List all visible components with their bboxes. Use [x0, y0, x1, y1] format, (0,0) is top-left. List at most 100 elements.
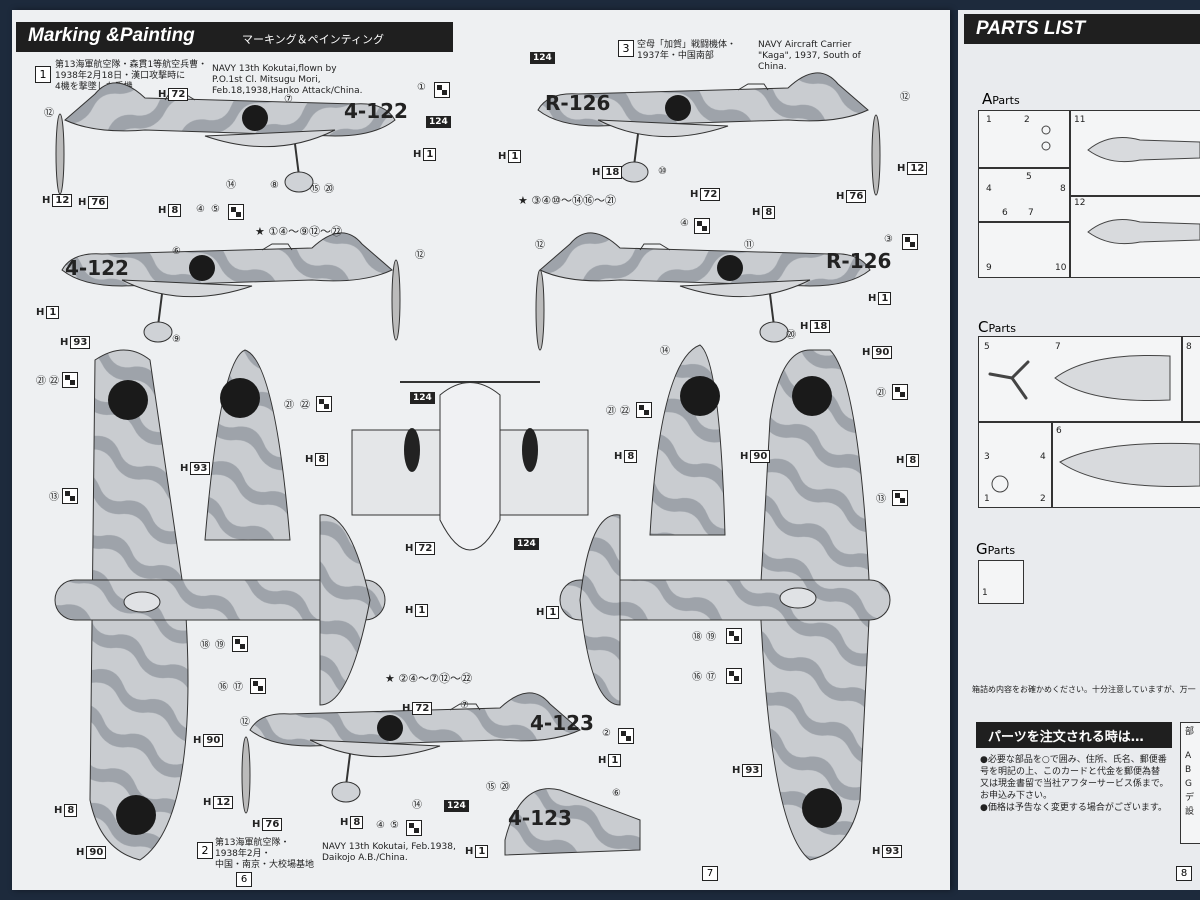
order-card-edge: 部 A B G デ 設	[1180, 722, 1200, 844]
page-number-8: 8	[1176, 866, 1192, 881]
parts-c-cell	[978, 422, 1052, 508]
part-g-1: 1	[982, 588, 988, 598]
part-a-11: 11	[1074, 115, 1086, 125]
callout-7: ⑦	[460, 700, 469, 711]
plane-2-tail-detail	[504, 788, 641, 856]
callout-5: ⑤	[390, 820, 399, 831]
decal-swatch	[636, 402, 652, 418]
part-c-5: 5	[984, 342, 990, 352]
parts-a-cell	[978, 168, 1070, 222]
callout-3: ③	[884, 234, 893, 245]
scheme-number-2: 2	[197, 842, 213, 859]
callout-18: ⑱	[200, 640, 210, 651]
part-a-9: 9	[986, 263, 992, 273]
plane-2-code-b: 4-123	[508, 806, 572, 830]
part-a-8: 8	[1060, 184, 1066, 194]
callout-15: ⑮	[310, 184, 320, 195]
part-a-7: 7	[1028, 208, 1034, 218]
callout-12: ⑫	[900, 92, 910, 103]
parts-a-cell	[978, 110, 1070, 168]
order-line: ●必要な部品を○で囲み、住所、氏名、郵便番	[980, 755, 1167, 765]
part-a-4: 4	[986, 184, 992, 194]
callout-17: ⑰	[706, 672, 716, 683]
decal-124-tag: 124	[426, 116, 451, 128]
decal-swatch	[892, 384, 908, 400]
parts-list-header: PARTS LIST	[964, 14, 1200, 44]
decal-sequence-2: ★ ②④～⑦⑫～㉒	[385, 672, 472, 685]
order-line: ●価格は予告なく変更する場合がございます。	[980, 803, 1167, 813]
decal-swatch	[406, 820, 422, 836]
parts-list-title: PARTS LIST	[976, 18, 1086, 39]
callout-16: ⑯	[218, 682, 228, 693]
scheme-3-jp: 空母「加賀」戦闘機体・ 1937年・中国南部	[637, 40, 737, 61]
order-line: 又は現金書留で当社アフターサービス係まで。	[980, 779, 1169, 789]
page-number-7: 7	[702, 866, 718, 881]
callout-1: ①	[417, 82, 426, 93]
decal-swatch	[250, 678, 266, 694]
callout-12: ⑫	[44, 108, 54, 119]
decal-124-tag: 124	[514, 538, 539, 550]
part-a-2: 2	[1024, 115, 1030, 125]
callout-21: ㉑	[284, 400, 294, 411]
part-c-7: 7	[1055, 342, 1061, 352]
decal-swatch	[434, 82, 450, 98]
plane-top-view-left	[54, 349, 386, 861]
callout-13: ⑬	[876, 494, 886, 505]
marking-header: Marking &Painting マーキング＆ペインティング	[16, 22, 453, 52]
part-c-4: 4	[1040, 452, 1046, 462]
plane-3-code-b: R-126	[826, 249, 891, 273]
callout-12: ⑫	[535, 240, 545, 251]
scheme-2-jp: 第13海軍航空隊・ 1938年2月・ 中国・南京・大校場基地	[215, 838, 315, 870]
decal-swatch	[902, 234, 918, 250]
plane-1-code-b: 4-122	[65, 256, 129, 280]
decal-swatch	[62, 372, 78, 388]
decal-swatch	[618, 728, 634, 744]
page-number-6: 6	[236, 872, 252, 887]
contents-note: 箱詰め内容をお確かめください。十分注意していますが、万一	[972, 685, 1196, 694]
decal-swatch	[694, 218, 710, 234]
callout-16: ⑯	[692, 672, 702, 683]
callout-14: ⑭	[660, 346, 670, 357]
scheme-number-1: 1	[35, 66, 51, 83]
decal-swatch	[892, 490, 908, 506]
order-parts-banner: パーツを注文される時は…	[976, 722, 1172, 748]
callout-12: ⑫	[415, 250, 425, 261]
callout-14: ⑭	[226, 180, 236, 191]
decal-124-tag: 124	[530, 52, 555, 64]
callout-22: ㉒	[300, 400, 310, 411]
decal-swatch	[316, 396, 332, 412]
scheme-1-en: NAVY 13th Kokutai,flown by P.O.1st Cl. M…	[212, 64, 363, 96]
order-line: お申込み下さい。	[980, 791, 1053, 801]
callout-6: ⑥	[612, 788, 621, 799]
callout-13: ⑬	[49, 492, 59, 503]
callout-22: ㉒	[49, 376, 59, 387]
scheme-3-en: NAVY Aircraft Carrier "Kaga", 1937, Sout…	[758, 40, 861, 72]
callout-8: ⑧	[270, 180, 279, 191]
part-a-1: 1	[986, 115, 992, 125]
part-c-6: 6	[1056, 426, 1062, 436]
decal-swatch	[232, 636, 248, 652]
